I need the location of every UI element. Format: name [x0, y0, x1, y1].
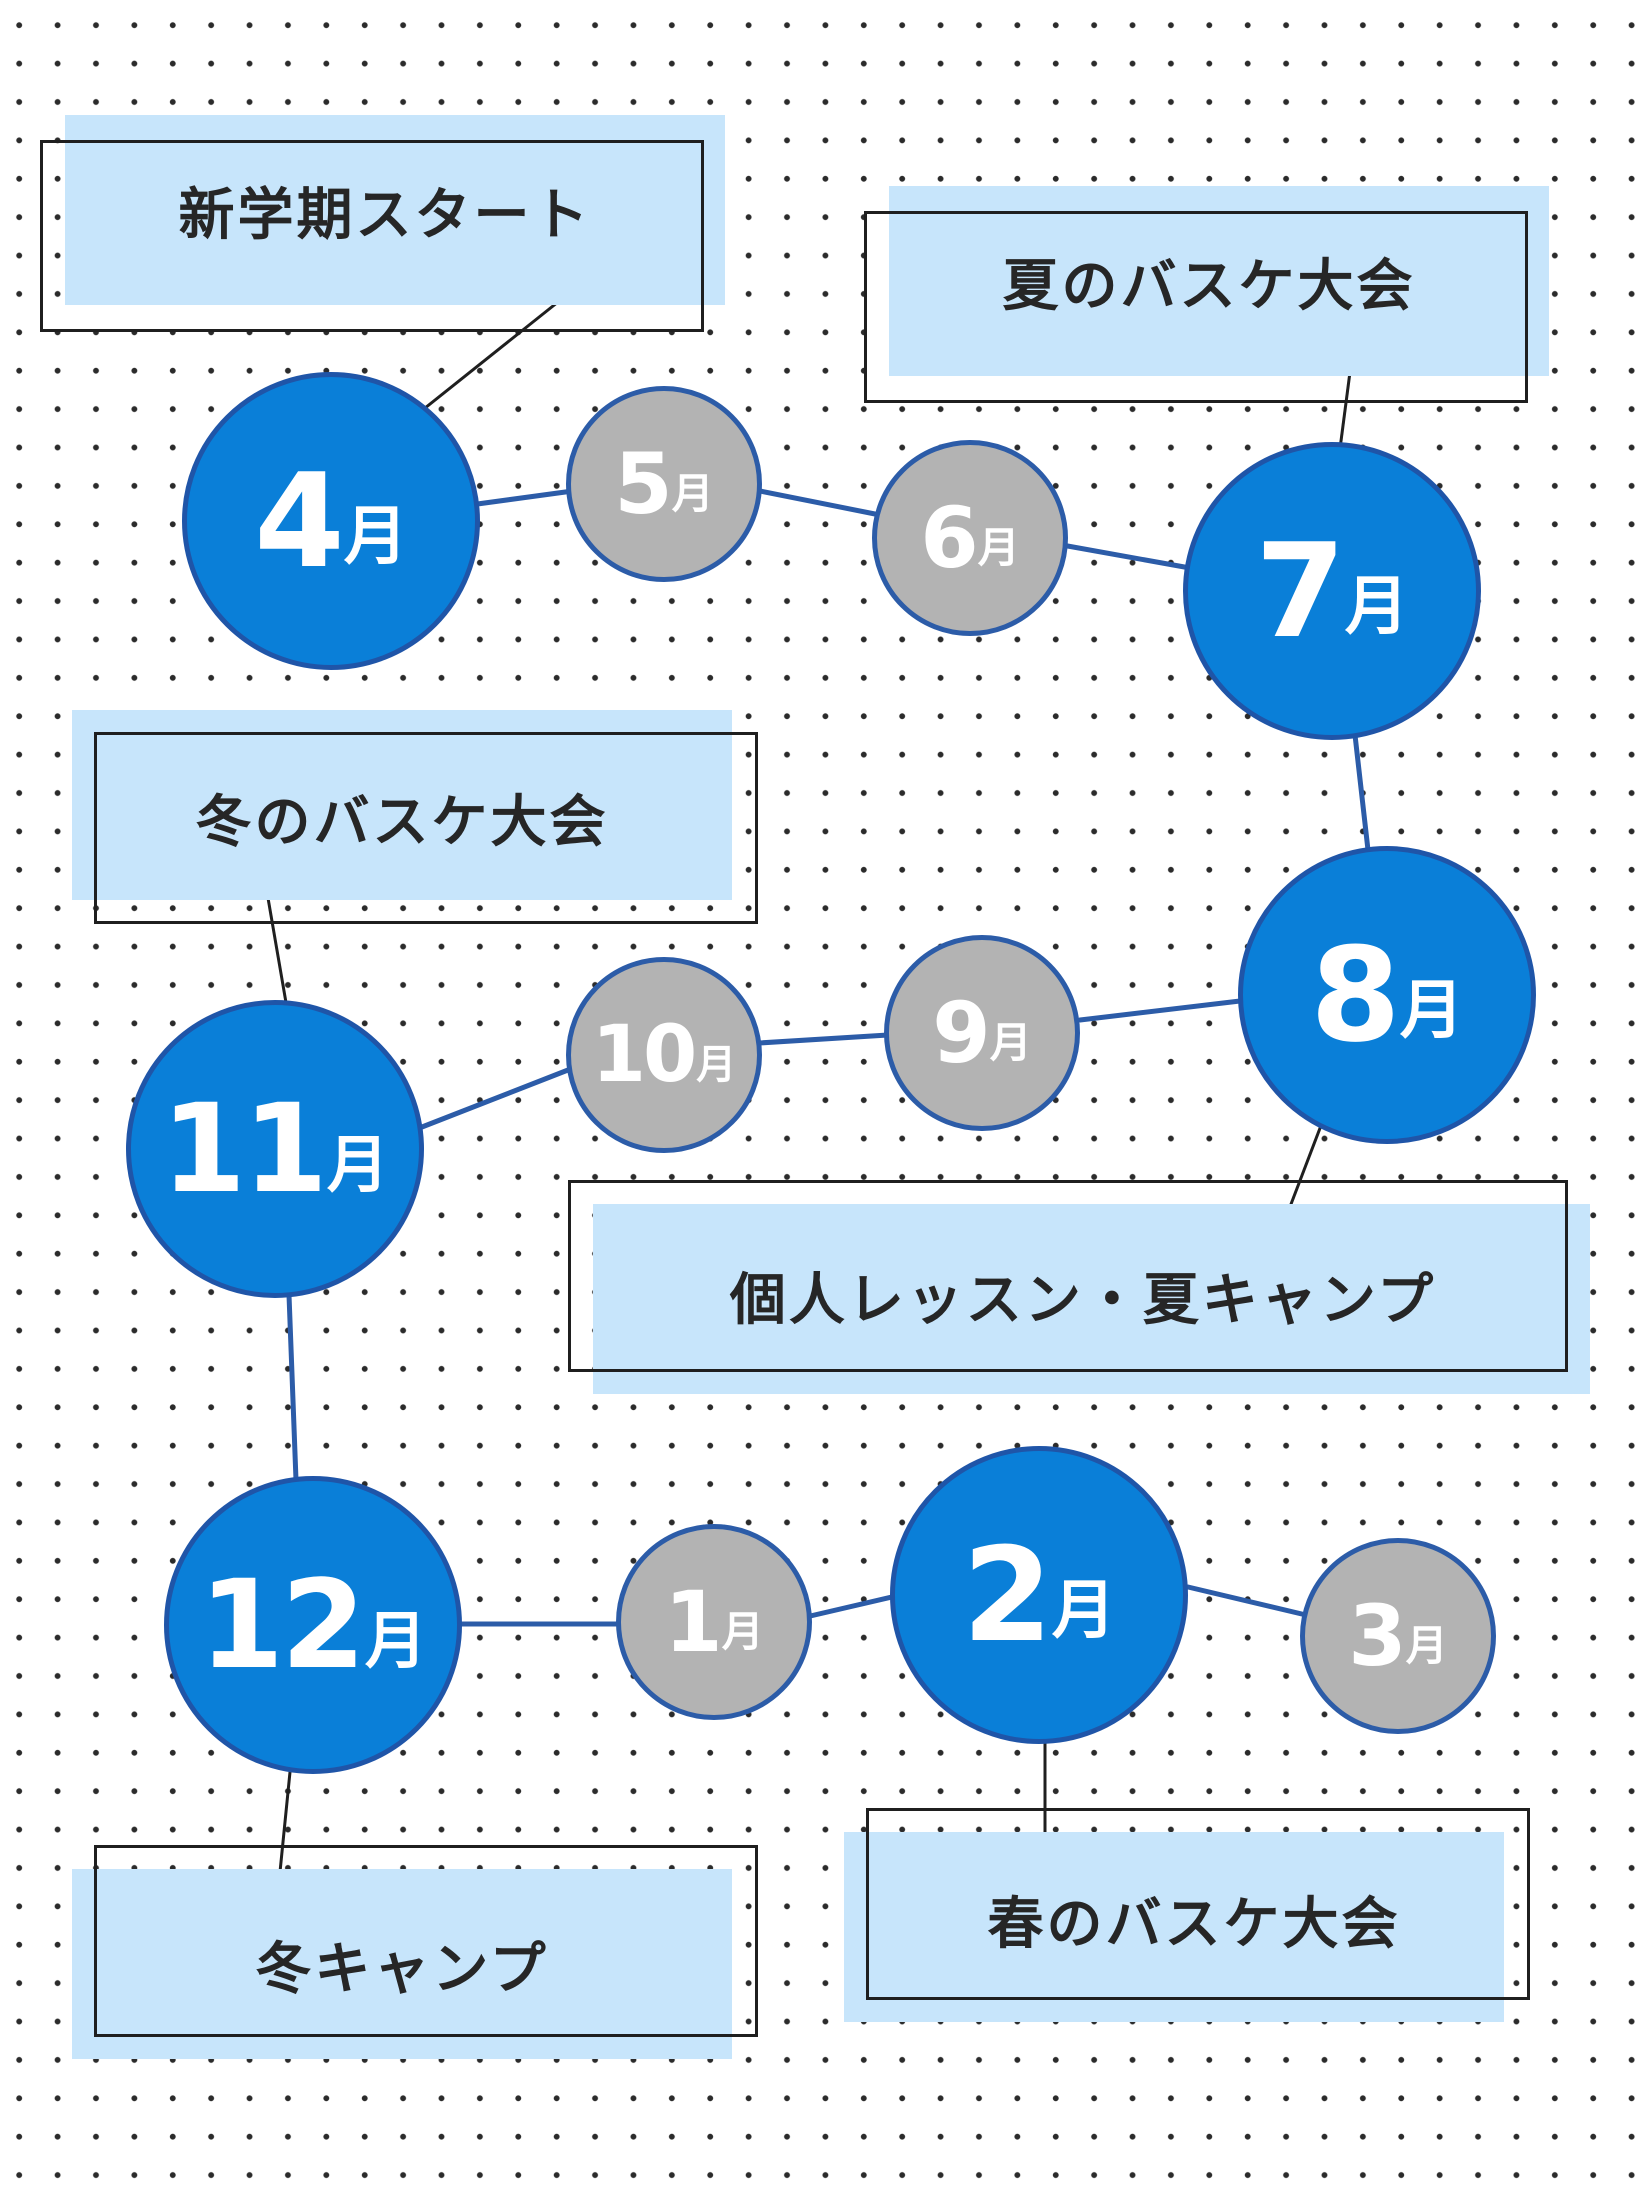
month-number: 1: [664, 1573, 722, 1671]
event-label-new-term: 新学期スタート: [40, 115, 730, 340]
path-segment: [419, 1067, 571, 1130]
event-text: 春のバスケ大会: [987, 1891, 1401, 1957]
month-number: 4: [254, 445, 344, 597]
event-label-spring-tournament: 春のバスケ大会: [844, 1808, 1534, 2028]
event-label-winter-tournament: 冬のバスケ大会: [72, 710, 762, 935]
month-unit: 月: [977, 523, 1020, 572]
month-number: 5: [614, 435, 672, 533]
path-segment: [752, 487, 883, 518]
month-unit: 月: [671, 469, 714, 518]
event-text: 夏のバスケ大会: [1002, 253, 1416, 319]
callout-line: [266, 897, 291, 1021]
event-label-winter-camp: 冬キャンプ: [72, 1845, 762, 2065]
path-segment: [756, 1032, 891, 1046]
month-unit: 月: [1051, 1574, 1116, 1648]
path-segment: [803, 1594, 895, 1620]
month-unit: 月: [364, 1604, 427, 1677]
path-segment: [1352, 732, 1371, 853]
path-segment: [1077, 998, 1243, 1023]
month-unit: 月: [696, 1042, 737, 1088]
event-label-summer-tournament: 夏のバスケ大会: [864, 186, 1554, 411]
month-number: 9: [932, 984, 990, 1082]
callout-line: [278, 1771, 292, 1873]
month-number: 3: [1348, 1587, 1406, 1685]
month-number: 8: [1310, 919, 1400, 1071]
month-unit: 月: [326, 1128, 389, 1201]
month-unit: 月: [721, 1607, 764, 1656]
callout-line: [409, 300, 559, 422]
path-segment: [1059, 542, 1193, 571]
path-segment: [286, 1292, 299, 1483]
month-number: 12: [199, 1554, 366, 1696]
path-segment: [467, 487, 583, 508]
event-text: 個人レッスン・夏キャンプ: [729, 1267, 1437, 1333]
month-unit: 月: [989, 1018, 1032, 1067]
month-unit: 月: [343, 500, 408, 574]
month-unit: 月: [1405, 1621, 1448, 1670]
month-number: 7: [1255, 515, 1345, 667]
event-text: 冬のバスケ大会: [195, 789, 609, 855]
month-number: 10: [591, 1010, 698, 1100]
event-text: 新学期スタート: [178, 182, 592, 248]
month-unit: 月: [1344, 570, 1409, 644]
month-number: 11: [161, 1078, 328, 1220]
month-number: 2: [962, 1519, 1052, 1671]
month-unit: 月: [1399, 974, 1464, 1048]
month-number: 6: [920, 489, 978, 587]
event-label-lessons-summer-camp: 個人レッスン・夏キャンプ: [568, 1180, 1593, 1400]
event-text: 冬キャンプ: [255, 1936, 549, 2002]
path-segment: [1185, 1584, 1309, 1618]
